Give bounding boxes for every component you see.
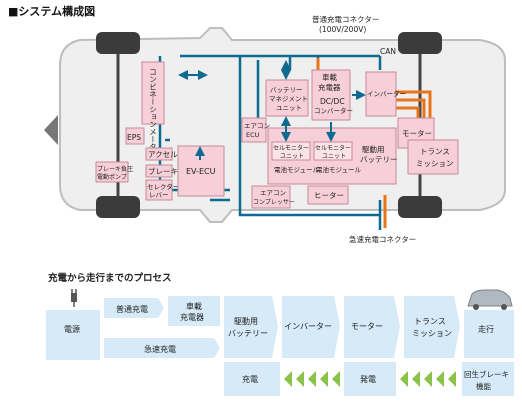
normal-connector-voltage: (100V/200V) <box>319 25 366 34</box>
charger-label-1: 車載 <box>322 72 337 82</box>
battery-label-2: バッテリー <box>360 155 398 164</box>
process-inverter: インバーター <box>284 322 332 331</box>
selector-label-1: セレクター <box>147 182 179 191</box>
brake-pump-label-1: ブレーキ負圧 <box>97 165 133 173</box>
process-battery-1: 駆動用 <box>234 317 258 326</box>
compressor-label-1: エアコン <box>260 189 286 197</box>
process-motor: モーター <box>351 322 383 331</box>
combination-meter-label: コンビネーションメーター <box>149 68 158 158</box>
regen-arrows-1 <box>284 371 340 387</box>
section-title-system: ■システム構成図 <box>8 4 95 18</box>
dcdc-label-2: コンバーター <box>314 106 353 115</box>
motor-label: モーター <box>402 129 432 138</box>
cmu1-label-1: セルモニター <box>273 144 309 152</box>
eps-label: EPS <box>127 133 141 142</box>
dcdc-label-1: DC/DC <box>320 97 345 106</box>
process-power-source: 電源 <box>64 325 80 334</box>
inverter-label: インバーター <box>367 89 406 98</box>
can-label-top: CAN <box>380 47 396 56</box>
process-drive: 走行 <box>478 324 494 334</box>
cmu2-label-2: ユニット <box>322 153 346 160</box>
compressor-label-2: コンプレッサー <box>253 199 295 206</box>
aircon-ecu-label-2: ECU <box>246 131 260 139</box>
process-fast-charge: 急速充電 <box>144 344 176 354</box>
heater-label: ヒーター <box>314 191 344 200</box>
cmu2-label-1: セルモニター <box>315 144 351 152</box>
normal-connector-label: 普通充電コネクター <box>312 14 379 24</box>
charger-label-2: 充電器 <box>318 82 341 92</box>
selector-label-2: レバー <box>149 191 169 199</box>
accel-label: アクセル <box>148 150 178 159</box>
process-title: 充電から走行までのプロセス <box>48 272 172 284</box>
brake-pump-label-2: 電動ポンプ <box>97 173 127 181</box>
regen-arrows-2 <box>400 371 456 387</box>
transmission-label-2: ミッション <box>416 159 454 168</box>
module2-label: 電池モジュール <box>316 165 362 174</box>
bmu-label-2: マネジメント <box>269 95 308 103</box>
brake-label: ブレーキ <box>148 166 178 176</box>
battery-label-1: 駆動用 <box>362 145 385 154</box>
transmission-label-1: トランス <box>420 147 450 156</box>
process-transmission-1: トランス <box>414 317 446 326</box>
process-charger-1: 車載 <box>186 301 202 311</box>
process-charge: 充電 <box>242 374 258 384</box>
bmu-label-1: バッテリー <box>270 86 303 94</box>
car-icon <box>467 289 513 310</box>
process-flow: 電源 普通充電 車載 充電器 急速充電 駆動用 バッテリー インバーター モータ… <box>46 289 514 396</box>
front-direction-arrow <box>44 115 58 145</box>
aircon-ecu-label-1: エアコン <box>244 122 270 130</box>
process-normal-charge: 普通充電 <box>116 304 148 314</box>
process-regen-2: 機能 <box>476 381 491 391</box>
process-transmission-2: ミッション <box>412 329 452 338</box>
process-battery-2: バッテリー <box>228 329 268 338</box>
plug-icon <box>71 289 77 307</box>
signal-arrows <box>178 60 366 160</box>
fast-connector-label: 急速充電コネクター <box>349 234 416 244</box>
process-regen-1: 回生ブレーキ <box>464 369 509 379</box>
cmu1-label-2: ユニット <box>280 153 304 160</box>
ev-ecu-label: EV-ECU <box>186 167 216 176</box>
bmu-label-3: ユニット <box>276 104 302 112</box>
process-charger-2: 充電器 <box>180 312 204 322</box>
process-generate: 発電 <box>360 375 376 384</box>
module1-label: 電池モジュール <box>274 165 320 174</box>
